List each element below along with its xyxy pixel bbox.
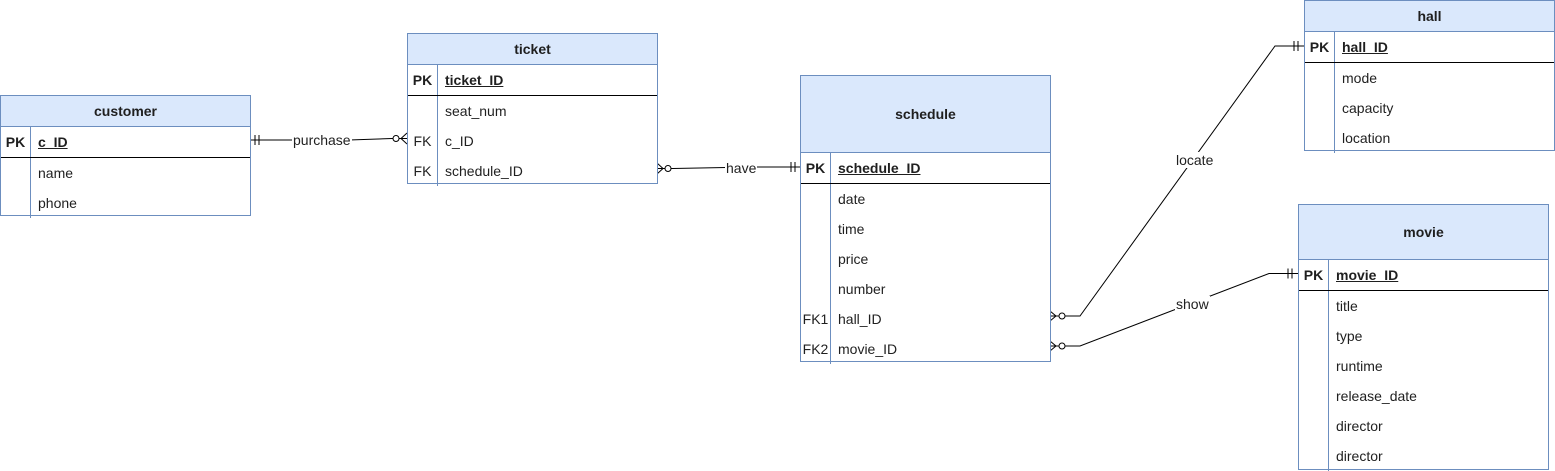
field-row: director — [1299, 411, 1548, 441]
entity-title: customer — [1, 96, 250, 127]
field-name: director — [1336, 448, 1383, 464]
field-name: runtime — [1336, 358, 1383, 374]
key-label — [1299, 411, 1329, 441]
key-label — [1, 188, 31, 218]
pk-row: PK hall_ID — [1305, 32, 1554, 63]
entity-hall[interactable]: hall PK hall_ID mode capacity location — [1304, 0, 1555, 153]
field-name: movie_ID — [838, 341, 898, 357]
key-label — [1305, 63, 1335, 93]
key-label — [1, 158, 31, 188]
entity-title: schedule — [801, 76, 1050, 153]
field-row: capacity — [1305, 93, 1554, 123]
field-name: c_ID — [38, 134, 68, 150]
key-label — [801, 214, 831, 244]
field-name: type — [1336, 328, 1363, 344]
purchase-connector — [250, 132, 408, 145]
field-name: time — [838, 221, 865, 237]
purchase-label: purchase — [292, 132, 352, 148]
key-label: PK — [801, 153, 831, 183]
key-label — [801, 274, 831, 304]
field-name: number — [838, 281, 886, 297]
key-label: PK — [1305, 32, 1335, 62]
show-connector — [1049, 268, 1298, 352]
field-row: FK schedule_ID — [408, 156, 657, 186]
have-connector — [656, 162, 800, 175]
field-name: price — [838, 251, 869, 267]
field-name: phone — [38, 195, 77, 211]
key-label — [1299, 291, 1329, 321]
field-row: time — [801, 214, 1050, 244]
field-row: director — [1299, 441, 1548, 471]
key-label — [1299, 441, 1329, 471]
pk-row: PK schedule_ID — [801, 153, 1050, 184]
key-label: FK — [408, 156, 438, 186]
field-row: FK c_ID — [408, 126, 657, 156]
field-name: movie_ID — [1336, 267, 1399, 283]
entity-title: ticket — [408, 34, 657, 65]
entity-customer[interactable]: customer PK c_ID name phone — [0, 95, 251, 218]
field-name: schedule_ID — [838, 160, 921, 176]
field-row: price — [801, 244, 1050, 274]
pk-row: PK c_ID — [1, 127, 250, 158]
key-label: PK — [1299, 260, 1329, 290]
entity-title: hall — [1305, 1, 1554, 32]
field-row: title — [1299, 291, 1548, 321]
field-name: date — [838, 191, 866, 207]
have-label: have — [725, 160, 758, 176]
field-row: seat_num — [408, 96, 657, 126]
key-label — [408, 96, 438, 126]
key-label: PK — [408, 65, 438, 95]
field-name: c_ID — [445, 133, 474, 149]
field-name: capacity — [1342, 100, 1394, 116]
field-row: FK2 movie_ID — [801, 334, 1050, 364]
field-name: location — [1342, 130, 1391, 146]
entity-schedule[interactable]: schedule PK schedule_ID date time price … — [800, 75, 1051, 364]
field-name: ticket_ID — [445, 72, 504, 88]
key-label — [1305, 123, 1335, 153]
field-row: type — [1299, 321, 1548, 351]
field-name: director — [1336, 418, 1383, 434]
field-name: release_date — [1336, 388, 1417, 404]
field-row: release_date — [1299, 381, 1548, 411]
field-name: hall_ID — [838, 311, 882, 327]
locate-connector — [1049, 41, 1304, 322]
field-name: mode — [1342, 70, 1378, 86]
entity-movie[interactable]: movie PK movie_ID title type runtime rel… — [1298, 204, 1549, 471]
key-label: FK1 — [801, 304, 831, 334]
field-row: number — [801, 274, 1050, 304]
key-label — [1299, 351, 1329, 381]
key-label — [1305, 93, 1335, 123]
pk-row: PK ticket_ID — [408, 65, 657, 96]
field-row: mode — [1305, 63, 1554, 93]
field-row: location — [1305, 123, 1554, 153]
field-name: hall_ID — [1342, 39, 1388, 55]
field-name: seat_num — [445, 103, 507, 119]
key-label — [1299, 381, 1329, 411]
entity-title: movie — [1299, 205, 1548, 260]
key-label: FK2 — [801, 334, 831, 364]
key-label — [801, 184, 831, 214]
field-name: name — [38, 165, 74, 181]
pk-row: PK movie_ID — [1299, 260, 1548, 291]
field-row: date — [801, 184, 1050, 214]
field-row: phone — [1, 188, 250, 218]
locate-label: locate — [1175, 152, 1215, 168]
field-row: name — [1, 158, 250, 188]
key-label: PK — [1, 127, 31, 157]
field-name: schedule_ID — [445, 163, 523, 179]
key-label: FK — [408, 126, 438, 156]
field-row: FK1 hall_ID — [801, 304, 1050, 334]
key-label — [1299, 321, 1329, 351]
entity-ticket[interactable]: ticket PK ticket_ID seat_num FK c_ID FK … — [407, 33, 658, 186]
field-row: runtime — [1299, 351, 1548, 381]
field-name: title — [1336, 298, 1358, 314]
show-label: show — [1175, 296, 1210, 312]
key-label — [801, 244, 831, 274]
